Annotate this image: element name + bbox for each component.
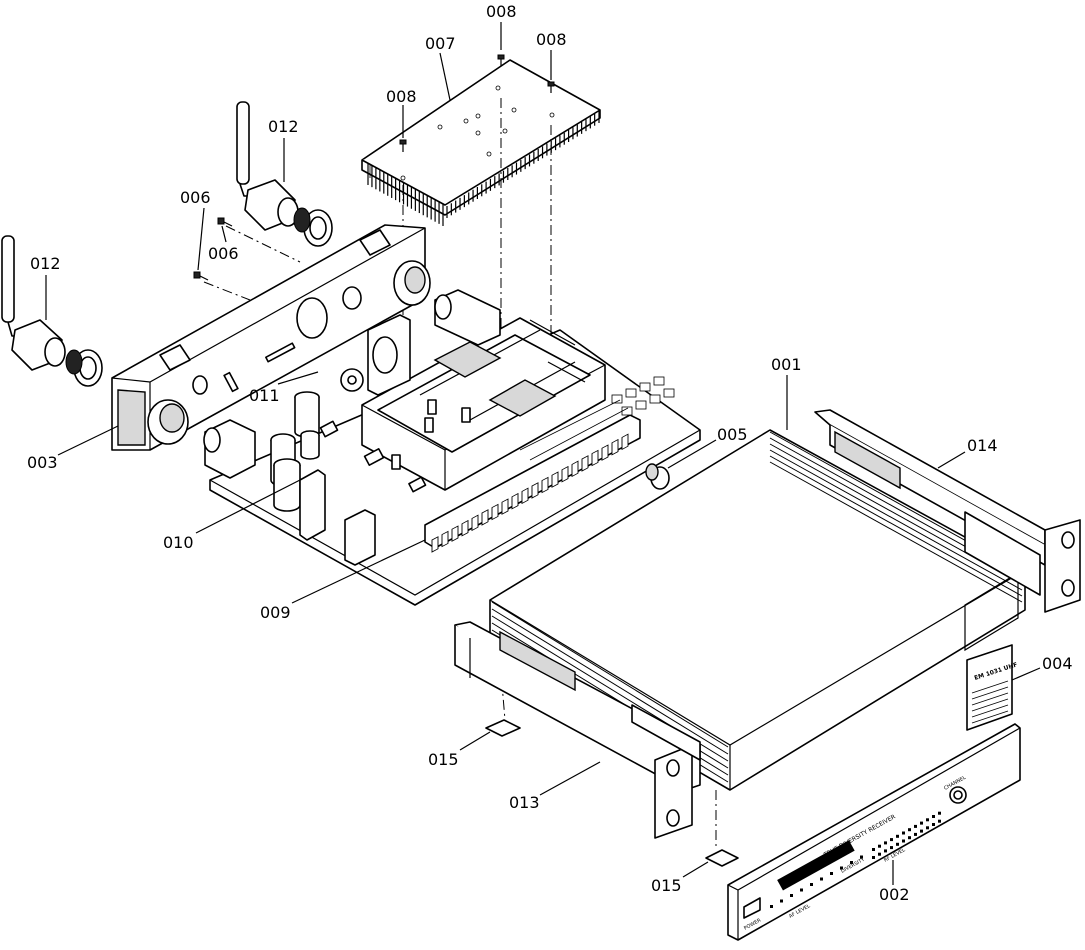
label-002: 002 xyxy=(879,885,910,904)
type-label-004: EM 1031 UHF xyxy=(966,644,1018,731)
rear-panel-003 xyxy=(111,224,431,451)
label-013: 013 xyxy=(509,793,540,812)
heatsink-007 xyxy=(361,59,601,226)
label-008-top: 008 xyxy=(486,2,517,21)
label-012-right: 012 xyxy=(268,117,299,136)
label-006-lower: 006 xyxy=(208,244,239,263)
label-008-right: 008 xyxy=(536,30,567,49)
antenna-012-left xyxy=(1,235,103,387)
screws-008 xyxy=(399,54,555,152)
label-015-lower: 015 xyxy=(651,876,682,895)
label-004: 004 xyxy=(1042,654,1073,673)
label-009: 009 xyxy=(260,603,291,622)
label-012-left: 012 xyxy=(30,254,61,273)
label-014: 014 xyxy=(967,436,998,455)
part-labels: 008 008 007 008 012 006 006 012 001 011 … xyxy=(27,2,1073,904)
rack-ear-013 xyxy=(454,621,701,839)
label-010: 010 xyxy=(163,533,194,552)
label-007: 007 xyxy=(425,34,456,53)
label-008-left: 008 xyxy=(386,87,417,106)
label-015-upper: 015 xyxy=(428,750,459,769)
label-001: 001 xyxy=(771,355,802,374)
front-panel-002: SENNHEISER TRUE DIVERSITY RECEIVER POWER… xyxy=(727,723,1021,941)
feet-015 xyxy=(485,719,739,867)
label-011: 011 xyxy=(249,386,280,405)
label-006-upper: 006 xyxy=(180,188,211,207)
screws-006 xyxy=(193,217,233,281)
label-003: 003 xyxy=(27,453,58,472)
antenna-012-right xyxy=(236,101,333,247)
label-005: 005 xyxy=(717,425,748,444)
leader-lines xyxy=(45,22,1041,885)
rack-ear-014 xyxy=(814,409,1081,613)
